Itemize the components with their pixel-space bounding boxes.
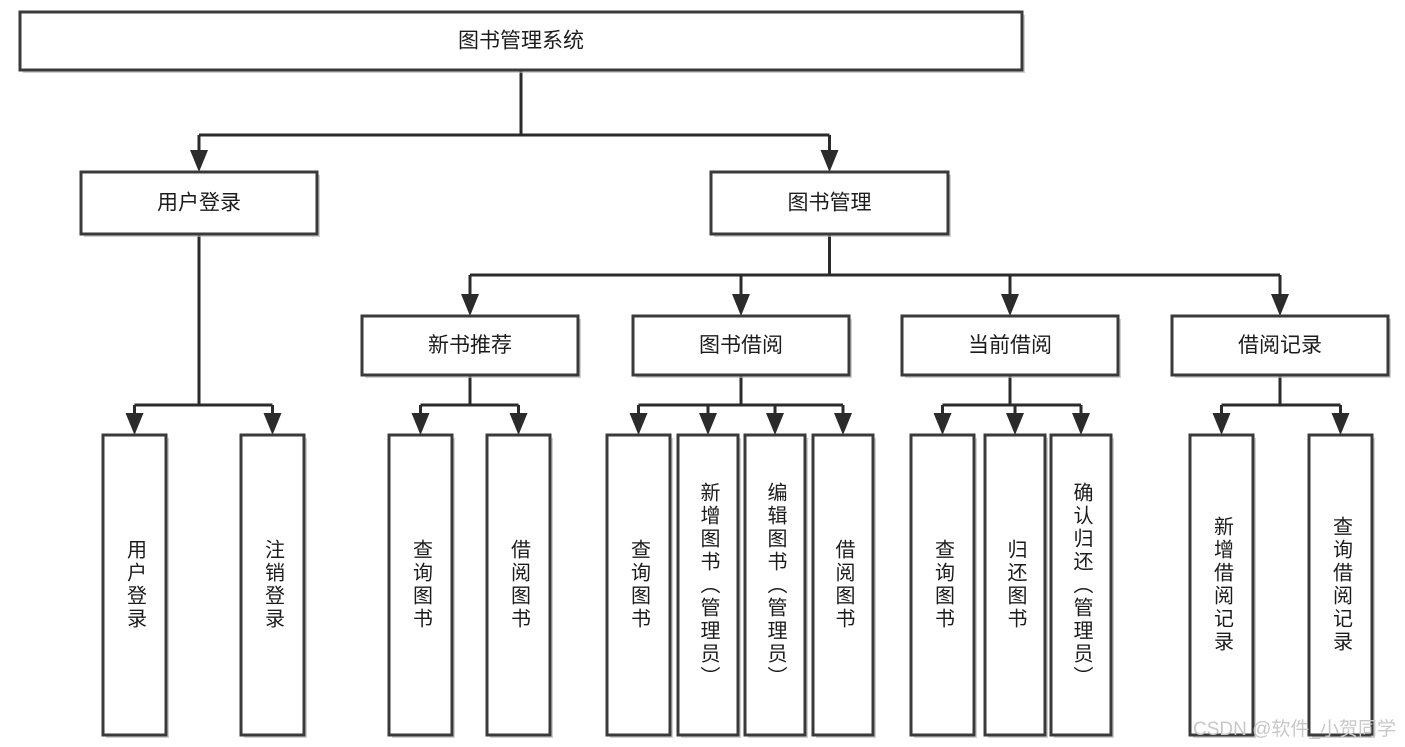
arrow-head-book-borrow <box>732 294 750 316</box>
node-box-current-borrow[interactable] <box>900 314 1120 377</box>
node-box-leaf-query-book-1[interactable] <box>387 433 454 737</box>
node-box-leaf-add-record[interactable] <box>1188 433 1255 737</box>
arrow-head-leaf-edit-book <box>766 413 784 435</box>
node-box-borrow-record[interactable] <box>1170 314 1390 377</box>
node-box-root[interactable] <box>18 10 1024 72</box>
arrow-head-leaf-query-book-1 <box>411 413 430 435</box>
arrow-head-leaf-add-record <box>1212 413 1231 435</box>
node-label-book-borrow: 图书借阅 <box>699 334 783 357</box>
node-box-leaf-query-book-3[interactable] <box>909 433 976 737</box>
arrow-head-book-manage <box>820 150 839 172</box>
arrow-head-current-borrow <box>1001 294 1019 316</box>
node-box-leaf-query-record[interactable] <box>1307 433 1374 737</box>
arrow-head-leaf-borrow-book-1 <box>509 413 528 435</box>
node-label-book-manage: 图书管理 <box>788 192 872 215</box>
node-label-root: 图书管理系统 <box>458 30 584 53</box>
arrow-head-leaf-query-book-2 <box>629 413 648 435</box>
node-box-leaf-user-login[interactable] <box>101 433 168 737</box>
arrow-head-leaf-borrow-book-2 <box>834 413 852 435</box>
arrow-head-borrow-record <box>1271 294 1289 316</box>
node-box-new-book-rec[interactable] <box>360 314 580 377</box>
node-box-leaf-return-book[interactable] <box>983 433 1047 737</box>
watermark-text: CSDN @软件_小贺同学 <box>1193 719 1396 740</box>
node-box-leaf-add-book[interactable] <box>676 433 740 737</box>
arrow-head-leaf-return-book <box>1006 413 1024 435</box>
node-box-leaf-query-book-2[interactable] <box>605 433 672 737</box>
connector-layer <box>125 70 1350 435</box>
arrow-head-new-book-rec <box>461 294 479 316</box>
node-box-user-login[interactable] <box>79 170 319 236</box>
node-box-layer <box>18 10 1391 738</box>
node-label-borrow-record: 借阅记录 <box>1238 334 1322 357</box>
node-box-book-manage[interactable] <box>709 170 950 236</box>
node-box-book-borrow[interactable] <box>631 314 851 377</box>
arrow-head-leaf-confirm-return <box>1072 413 1090 435</box>
node-box-leaf-borrow-book-1[interactable] <box>485 433 552 737</box>
arrow-head-user-login <box>190 150 208 172</box>
arrow-head-leaf-query-record <box>1331 413 1350 435</box>
node-label-new-book-rec: 新书推荐 <box>428 334 512 357</box>
node-box-leaf-edit-book[interactable] <box>743 433 807 737</box>
arrow-head-leaf-add-book <box>699 413 717 435</box>
arrow-head-leaf-user-login <box>125 413 144 435</box>
arrow-head-leaf-query-book-3 <box>933 413 952 435</box>
node-box-leaf-borrow-book-2[interactable] <box>811 433 875 737</box>
node-label-user-login: 用户登录 <box>157 192 241 215</box>
node-box-leaf-logout[interactable] <box>239 433 306 737</box>
node-label-current-borrow: 当前借阅 <box>968 334 1052 357</box>
arrow-head-leaf-logout <box>263 413 282 435</box>
node-box-leaf-confirm-return[interactable] <box>1049 433 1113 737</box>
